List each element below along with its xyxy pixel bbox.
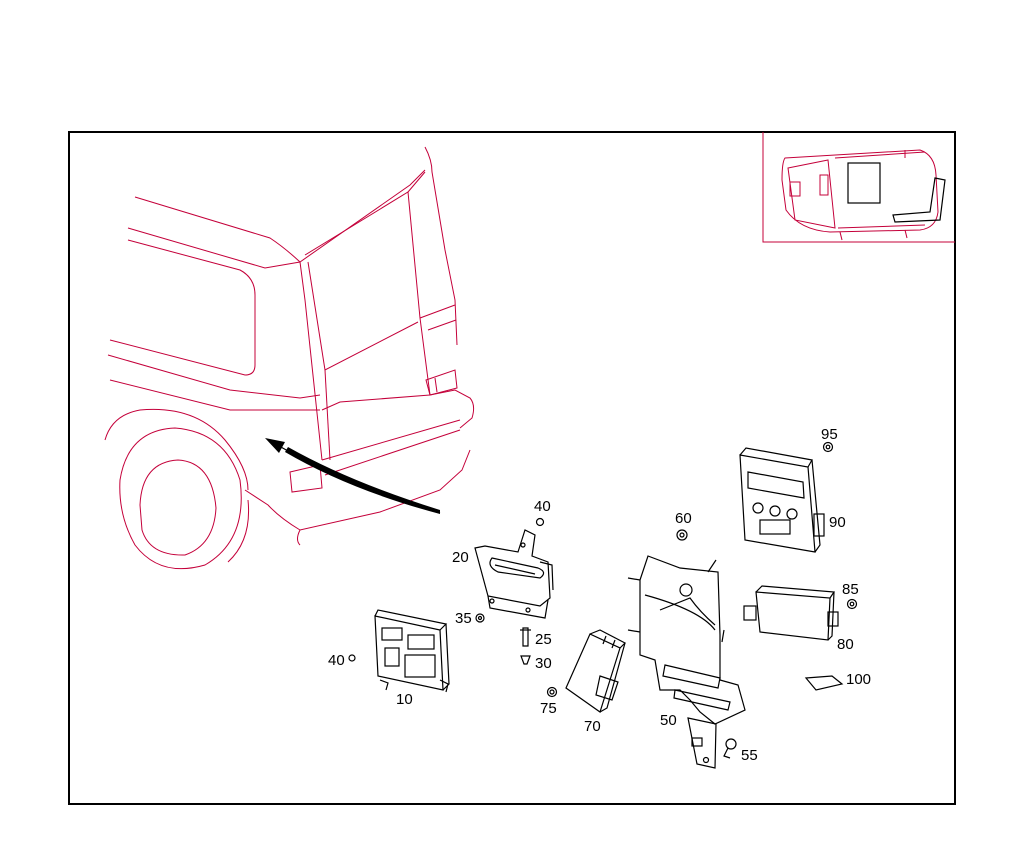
label-30: 30	[535, 655, 552, 672]
part-55-screw	[723, 738, 737, 759]
label-25: 25	[535, 631, 552, 648]
part-60-nut	[676, 529, 688, 541]
label-20: 20	[452, 549, 469, 566]
part-30-clip	[520, 655, 531, 665]
label-55: 55	[741, 747, 758, 764]
label-10: 10	[396, 691, 413, 708]
label-75: 75	[540, 700, 557, 717]
label-100: 100	[846, 671, 871, 688]
part-25-bolt	[520, 627, 531, 647]
part-labels: 10 20 25 30 35 40 40 50 55 60 70 75 80 8…	[328, 426, 871, 764]
part-20-bracket	[474, 517, 554, 619]
label-50: 50	[660, 712, 677, 729]
label-40-left: 40	[328, 652, 345, 669]
part-100-pad	[804, 675, 844, 691]
vehicle-rear-outline	[104, 146, 475, 570]
label-80: 80	[837, 636, 854, 653]
location-arrow	[265, 438, 441, 514]
inset-vehicle-top-view	[762, 132, 955, 243]
part-35-nut	[475, 613, 485, 623]
part-70-control-unit	[565, 629, 627, 713]
label-85: 85	[842, 581, 859, 598]
part-50-mounting-plate	[627, 555, 746, 769]
label-60: 60	[675, 510, 692, 527]
part-10-control-unit	[348, 609, 450, 693]
label-40-top: 40	[534, 498, 551, 515]
part-80-module	[743, 585, 858, 641]
label-35: 35	[455, 610, 472, 627]
part-90-module	[739, 441, 834, 553]
label-70: 70	[584, 718, 601, 735]
part-75-nut	[546, 686, 558, 698]
label-90: 90	[829, 514, 846, 531]
label-95: 95	[821, 426, 838, 443]
diagram-frame	[68, 131, 956, 805]
